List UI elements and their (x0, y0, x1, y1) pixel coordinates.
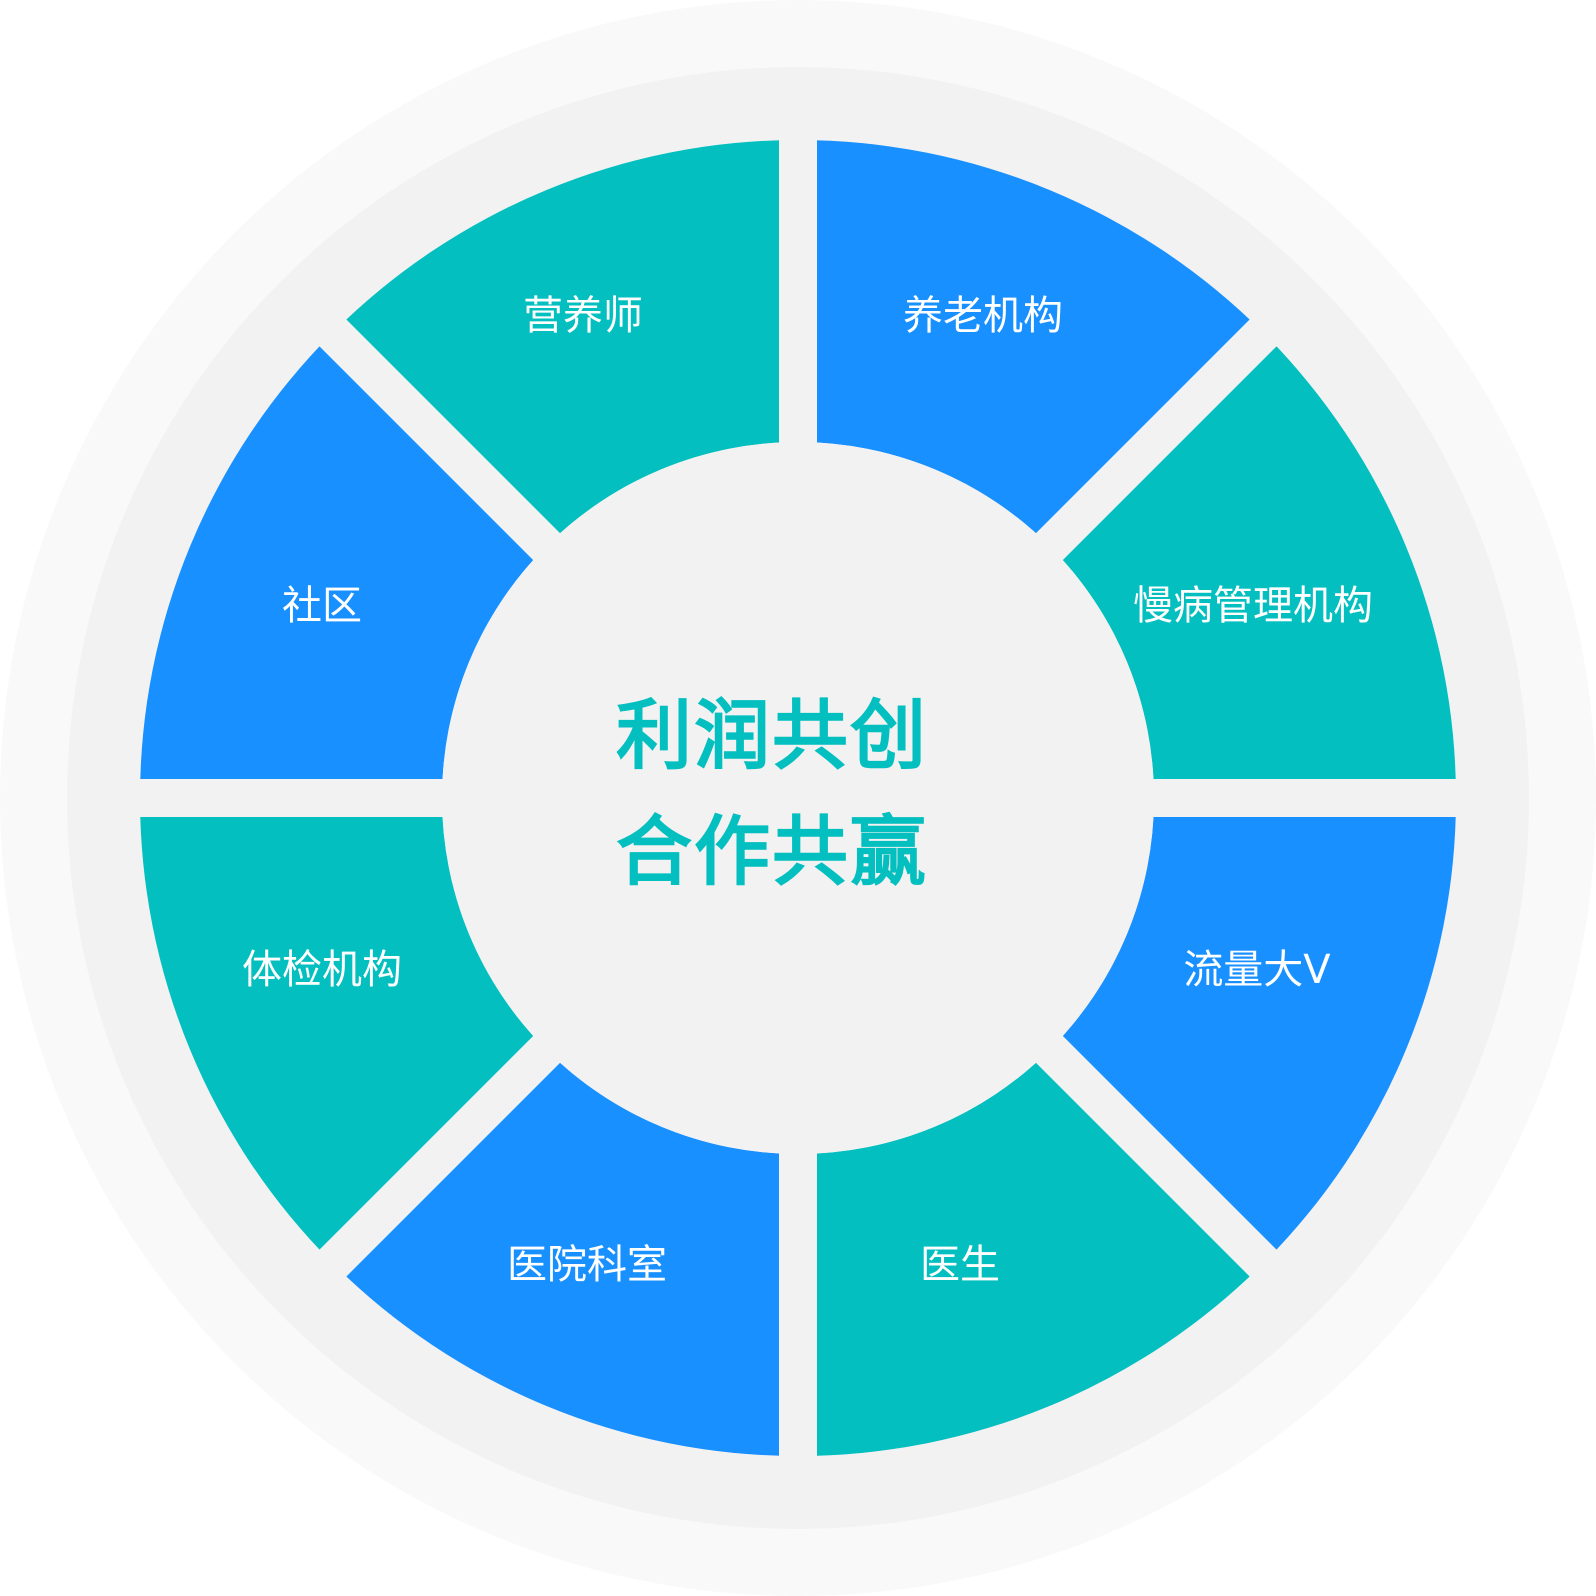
segment-label-influencer: 流量大V (1183, 947, 1331, 993)
center-disc (442, 442, 1154, 1154)
segment-label-hospital-department: 医院科室 (507, 1242, 667, 1288)
segment-label-nutritionist: 营养师 (523, 293, 643, 339)
segment-label-doctor: 医生 (920, 1242, 1000, 1288)
center-title-line2: 合作共赢 (616, 807, 928, 896)
segment-label-physical-exam: 体检机构 (242, 947, 402, 993)
segment-label-chronic-disease: 慢病管理机构 (1133, 583, 1373, 629)
center-title-line1: 利润共创 (616, 691, 928, 780)
segment-label-eldercare: 养老机构 (903, 293, 1063, 339)
segment-label-community: 社区 (282, 583, 362, 629)
